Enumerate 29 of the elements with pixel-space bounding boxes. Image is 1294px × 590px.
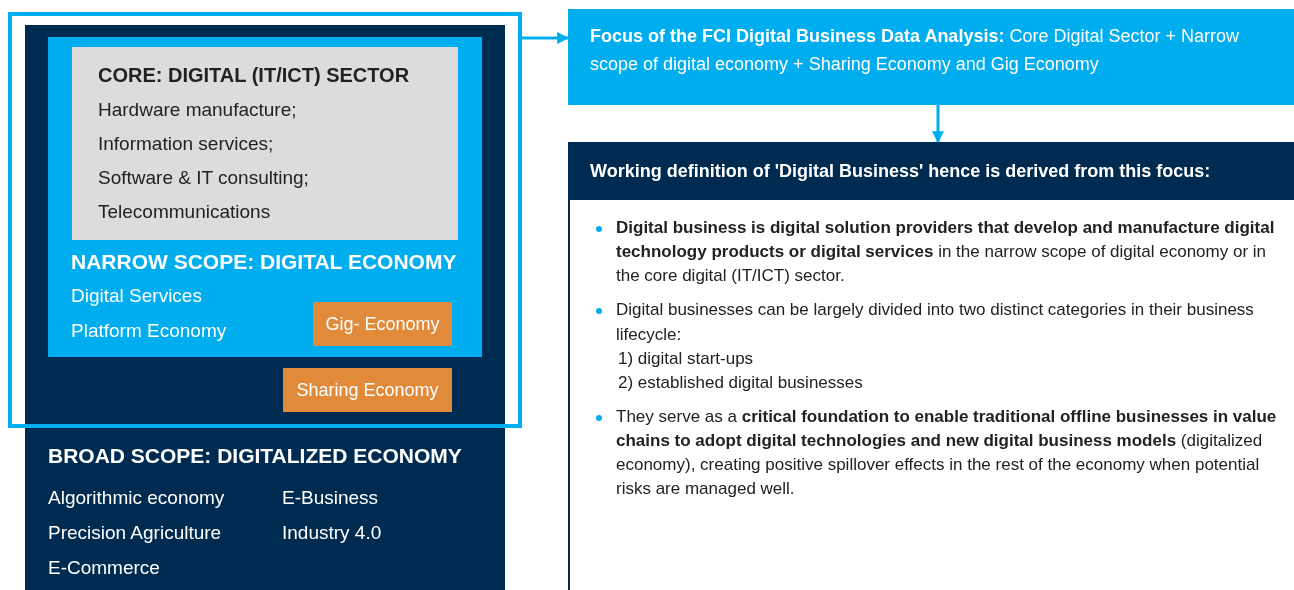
- item-text: E-Business: [282, 487, 379, 510]
- list-item: 1) digital start-ups: [617, 347, 755, 370]
- item-text: Industry 4.0: [282, 522, 382, 545]
- item-text: Telecommunications: [98, 201, 271, 224]
- definition-panel: [568, 142, 1294, 590]
- arrow: [522, 32, 570, 44]
- bullet-text: They serve as a critical foundation to enable traditional offline businesses in value chains to adopt digital technologies and new digital business models (digitalized economy), creating positive spillover effects in the rest of the economy when potential risks are managed well.: [592, 404, 1280, 502]
- focus-text: Focus of the FCI Digital Business Data Analysis: Core Digital Sector + Narrow scope of digital economy + Sharing Economy and Gig Economy: [590, 25, 1240, 76]
- panel-heading: BROAD SCOPE: DIGITALIZED ECONOMY: [48, 443, 462, 469]
- item-text: Digital Services: [71, 285, 202, 308]
- panel-heading: CORE: DIGITAL (IT/ICT) SECTOR: [98, 63, 410, 87]
- panel-heading: Working definition of 'Digital Business' hence is derived from this focus:: [568, 142, 1294, 200]
- sector-panel: [72, 47, 458, 240]
- arrow: [932, 105, 944, 144]
- list-item: 2) established digital businesses: [617, 371, 864, 394]
- panel-heading: NARROW SCOPE: DIGITAL ECONOMY: [71, 249, 457, 275]
- category-tag: Gig- Economy: [313, 302, 452, 346]
- category-tag: Sharing Economy: [283, 368, 452, 412]
- scope-panel: [48, 37, 482, 357]
- item-text: Information services;: [98, 133, 274, 156]
- bullet-text: Digital businesses can be largely divided into two distinct categories in their business lifecycle:: [592, 298, 1280, 347]
- item-text: Precision Agriculture: [48, 522, 222, 545]
- item-text: E-Commerce: [48, 557, 160, 580]
- item-text: Software & IT consulting;: [98, 167, 309, 190]
- item-text: Platform Economy: [71, 320, 227, 343]
- bullet-text: Digital business is digital solution providers that develop and manufacture digital technology products or digital services in the narrow scope of digital economy or in the core digital (IT/ICT) sector.: [592, 216, 1280, 289]
- item-text: Hardware manufacture;: [98, 99, 297, 122]
- focus-box: [568, 9, 1294, 105]
- item-text: Algorithmic economy: [48, 487, 225, 510]
